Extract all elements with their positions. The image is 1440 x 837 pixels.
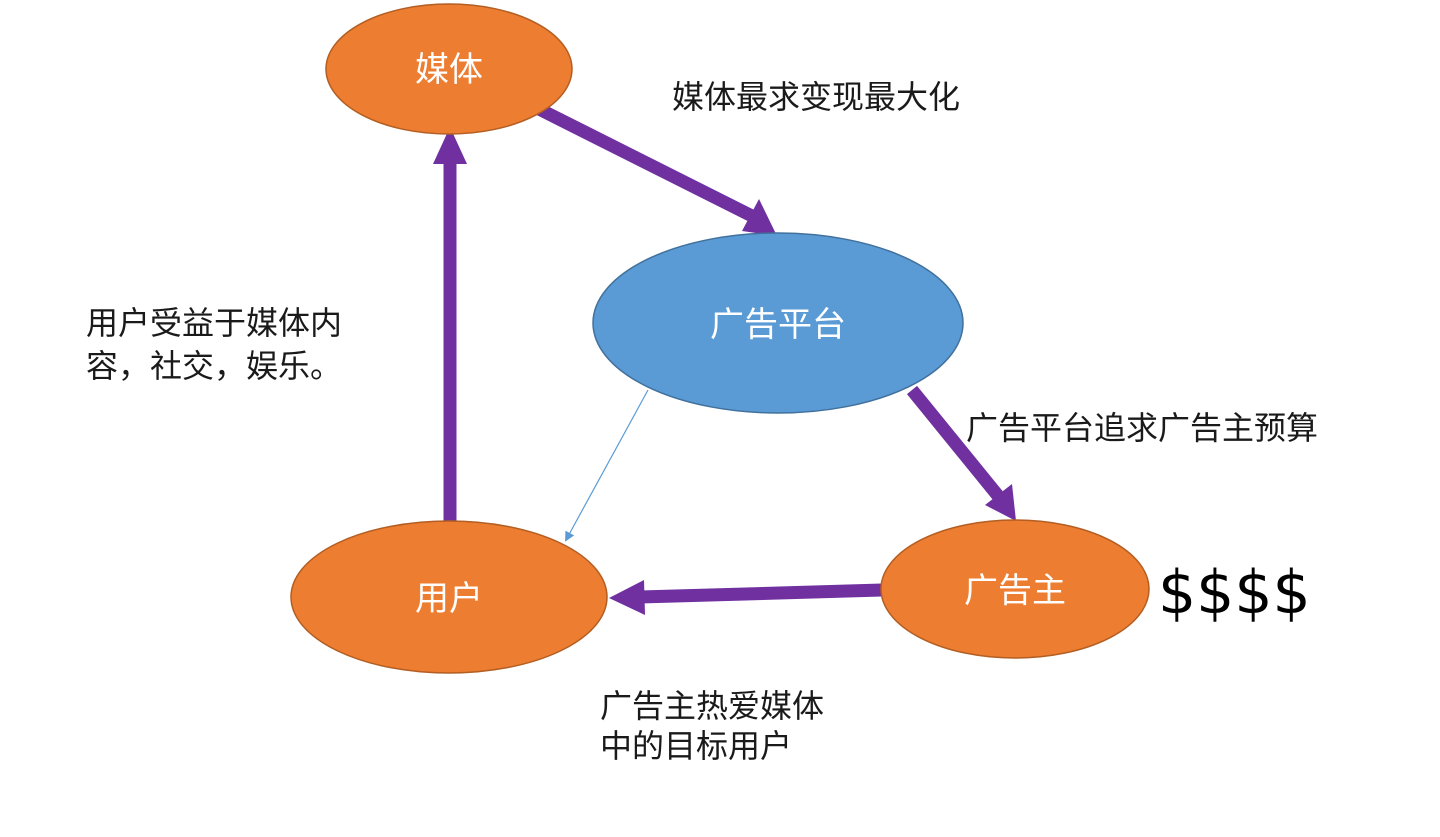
caption-user-benefit-line2: 容，社交，娱乐。 — [86, 347, 342, 385]
user-to-media-arrowhead — [433, 127, 467, 164]
node-advertiser-shape — [880, 519, 1150, 659]
advertiser-to-user-arrow — [639, 583, 883, 604]
node-user-shape — [290, 520, 608, 674]
caption-user-benefit-line1: 用户受益于媒体内 — [86, 304, 342, 342]
media-to-platform-arrow — [534, 102, 755, 222]
caption-media-goal: 媒体最求变现最大化 — [672, 78, 960, 116]
node-media-shape — [325, 3, 573, 135]
node-advertiser: 广告主 — [880, 519, 1150, 659]
platform-to-advertiser-arrow — [906, 385, 1005, 502]
caption-platform-goal: 广告平台追求广告主预算 — [966, 409, 1318, 447]
node-ad-platform: 广告平台 — [592, 232, 964, 414]
money-symbol: $$$$ — [1158, 558, 1311, 628]
node-media-label: 媒体 — [415, 50, 483, 90]
media-to-platform-arrowhead — [742, 199, 777, 236]
arrows-layer — [433, 102, 1016, 615]
node-ad-platform-shape — [592, 232, 964, 414]
advertiser-to-user-arrowhead — [609, 580, 645, 615]
node-ad-platform-label: 广告平台 — [710, 305, 846, 345]
caption-advertiser-love-line2: 中的目标用户 — [600, 727, 792, 765]
node-user-label: 用户 — [415, 579, 483, 619]
node-media: 媒体 — [325, 3, 573, 135]
platform-to-user-arrow — [565, 389, 649, 542]
node-user: 用户 — [290, 520, 608, 674]
node-advertiser-label: 广告主 — [964, 571, 1066, 611]
platform-to-advertiser-arrowhead — [985, 484, 1016, 521]
caption-advertiser-love-line1: 广告主热爱媒体 — [600, 687, 824, 725]
